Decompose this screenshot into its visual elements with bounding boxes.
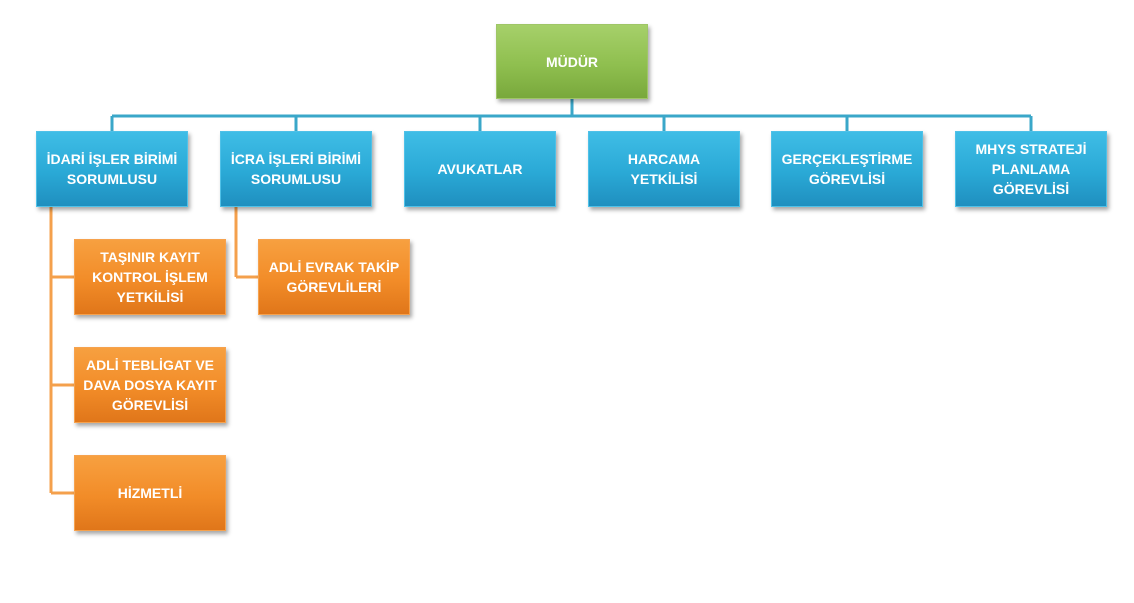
node-adli-evrak-takip-gorevlileri: ADLİ EVRAK TAKİP GÖREVLİLERİ bbox=[258, 239, 410, 315]
node-idari-isler-birimi-sorumlusu: İDARİ İŞLER BİRİMİ SORUMLUSU bbox=[36, 131, 188, 207]
node-label: GERÇEKLEŞTİRME GÖREVLİSİ bbox=[781, 151, 913, 187]
node-label: TAŞINIR KAYIT KONTROL İŞLEM YETKİLİSİ bbox=[92, 249, 208, 305]
node-label: MHYS STRATEJİ PLANLAMA GÖREVLİSİ bbox=[975, 141, 1087, 197]
node-mhys-strateji-planlama-gorevlisi: MHYS STRATEJİ PLANLAMA GÖREVLİSİ bbox=[955, 131, 1107, 207]
node-label: İDARİ İŞLER BİRİMİ SORUMLUSU bbox=[46, 151, 178, 187]
node-tasinir-kayit-kontrol-islem-yetkilisi: TAŞINIR KAYIT KONTROL İŞLEM YETKİLİSİ bbox=[74, 239, 226, 315]
node-label: ADLİ TEBLİGAT VE DAVA DOSYA KAYIT GÖREVL… bbox=[83, 357, 217, 413]
node-gerceklestirme-gorevlisi: GERÇEKLEŞTİRME GÖREVLİSİ bbox=[771, 131, 923, 207]
node-hizmetli: HİZMETLİ bbox=[74, 455, 226, 531]
node-avukatlar: AVUKATLAR bbox=[404, 131, 556, 207]
node-label: İCRA İŞLERİ BİRİMİ SORUMLUSU bbox=[230, 151, 362, 187]
node-icra-isleri-birimi-sorumlusu: İCRA İŞLERİ BİRİMİ SORUMLUSU bbox=[220, 131, 372, 207]
node-label: HİZMETLİ bbox=[117, 485, 183, 501]
node-label: HARCAMA YETKİLİSİ bbox=[627, 151, 701, 187]
node-label: AVUKATLAR bbox=[437, 161, 523, 177]
node-harcama-yetkilisi: HARCAMA YETKİLİSİ bbox=[588, 131, 740, 207]
node-mudur: MÜDÜR bbox=[496, 24, 648, 99]
node-label: ADLİ EVRAK TAKİP GÖREVLİLERİ bbox=[268, 259, 400, 295]
node-adli-tebligat-dava-dosya-kayit-gorevlisi: ADLİ TEBLİGAT VE DAVA DOSYA KAYIT GÖREVL… bbox=[74, 347, 226, 423]
node-mudur-label: MÜDÜR bbox=[545, 53, 599, 70]
